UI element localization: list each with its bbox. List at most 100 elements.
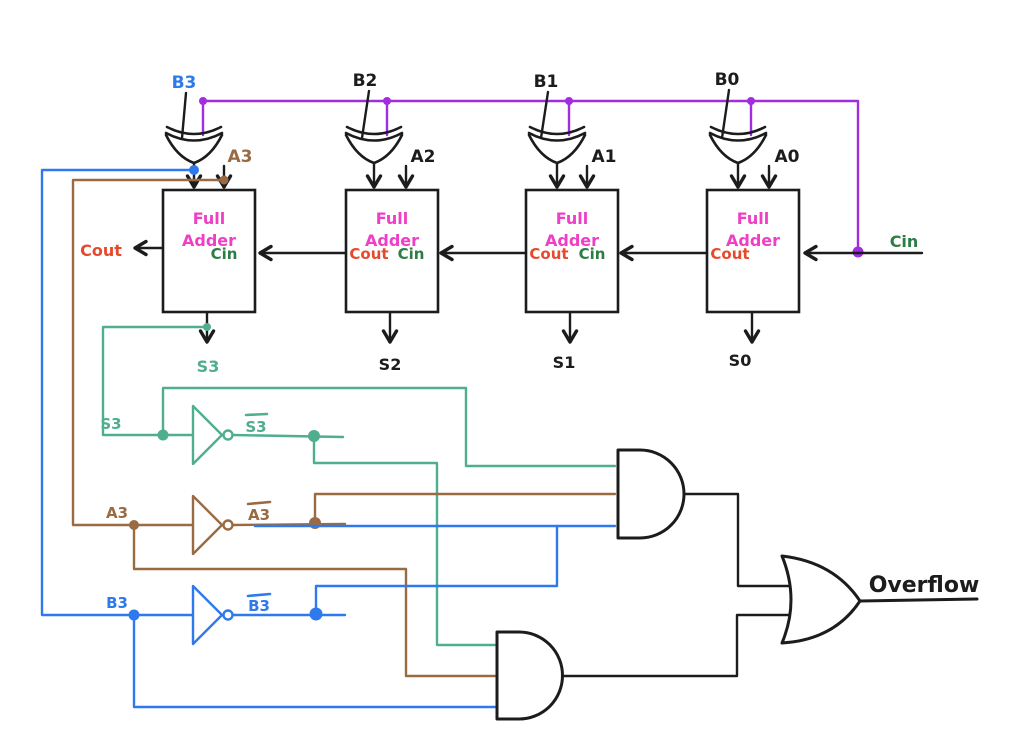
junction-dot xyxy=(747,97,755,105)
fa3-cin-label: Cin xyxy=(211,245,238,263)
b2-input-wire xyxy=(360,89,371,140)
fa3-title-1: Full xyxy=(193,209,226,228)
xor-gate-b1 xyxy=(527,125,587,165)
a3-tap-label: A3 xyxy=(106,504,128,522)
arrowhead-down-icon xyxy=(365,174,383,189)
and-bottom-output-wire xyxy=(560,613,797,678)
fa3-cout-label: Cout xyxy=(80,241,122,260)
arrowhead-left-icon xyxy=(619,244,634,262)
arrowhead-down-icon xyxy=(397,174,415,189)
b0-input-wire xyxy=(720,88,731,140)
s3-bar-wire xyxy=(231,433,345,439)
fa0-cout-label: Cout xyxy=(710,245,749,263)
not-bubble-icon xyxy=(222,429,234,441)
b3-input-wire xyxy=(180,91,188,140)
overflow-label: Overflow xyxy=(869,573,980,598)
xor-gate-b2 xyxy=(344,125,404,165)
fa0-title-2: Adder xyxy=(726,231,780,250)
or-gate xyxy=(780,554,862,645)
b3-tap-label: B3 xyxy=(106,594,128,612)
label-a0: A0 xyxy=(775,147,800,167)
a3-bar-wire xyxy=(231,522,347,527)
arrowhead-down-icon xyxy=(760,174,778,189)
fa1-title-1: Full xyxy=(556,209,589,228)
carry-in-label: Cin xyxy=(890,232,919,251)
label-b2: B2 xyxy=(353,71,378,91)
final-cout-output: Cout xyxy=(80,239,165,260)
s3-bar-overline xyxy=(244,412,269,417)
a3-bar-overline xyxy=(246,500,272,506)
and-top-output-wire xyxy=(682,492,797,588)
arrowhead-left-icon xyxy=(803,244,818,262)
fa2-cout-label: Cout xyxy=(349,245,388,263)
and-gate-bottom xyxy=(495,613,797,721)
s3-direct-wire xyxy=(161,386,617,468)
b1-input-wire xyxy=(539,90,550,140)
full-adder-3-box xyxy=(161,188,257,314)
b3-bar-overline xyxy=(246,592,272,598)
a3-bar-label: A3 xyxy=(248,506,270,524)
label-a2: A2 xyxy=(411,147,436,167)
a3-bar-route-wire xyxy=(313,492,617,525)
arrowhead-left-icon xyxy=(439,244,454,262)
carry-in-bus xyxy=(199,97,864,258)
bit-column-3: B3 A3 Full Adder Cin S3 xyxy=(161,73,257,376)
arrowhead-left-icon xyxy=(258,244,273,262)
overflow-wire xyxy=(858,597,979,603)
carry-in-line: Cin xyxy=(803,232,924,262)
junction-dot xyxy=(565,97,573,105)
not-gate-s3: S3 xyxy=(191,404,497,647)
label-s3: S3 xyxy=(197,357,220,376)
arrowhead-left-icon xyxy=(133,239,148,257)
s3-rail-wire xyxy=(101,325,209,437)
arrowhead-down-icon xyxy=(548,174,566,189)
arrowhead-down-icon xyxy=(381,329,399,344)
not-triangle xyxy=(191,584,224,646)
b3-rail-wire xyxy=(40,168,196,617)
xor-gate-b0 xyxy=(708,125,768,165)
s3-bar-label: S3 xyxy=(245,418,266,436)
label-b1: B1 xyxy=(534,72,559,92)
b3-bar-label: B3 xyxy=(248,597,270,615)
not-gate-b3: B3 xyxy=(191,524,617,646)
not-bubble-icon xyxy=(222,609,234,621)
overflow-output: Overflow xyxy=(858,573,980,603)
junction-dot xyxy=(199,97,207,105)
fa1-cin-label: Cin xyxy=(579,245,606,263)
label-s2: S2 xyxy=(379,355,402,374)
full-adder-1-box xyxy=(524,188,620,314)
label-s1: S1 xyxy=(553,353,576,372)
a3-direct-wire xyxy=(132,523,497,678)
b3-bar-route-wire xyxy=(314,524,559,616)
xor-gate-b3 xyxy=(164,125,224,165)
fa2-title-1: Full xyxy=(376,209,409,228)
ripple-carry-wires xyxy=(258,244,709,262)
junction-dot xyxy=(219,175,229,185)
label-a1: A1 xyxy=(592,147,617,167)
arrowhead-down-icon xyxy=(743,329,761,344)
fa2-cin-label: Cin xyxy=(398,245,425,263)
s3-bar-route-wire xyxy=(312,434,497,647)
full-adder-0-box xyxy=(705,188,801,314)
junction-dot xyxy=(383,97,391,105)
bit-column-1: B1 A1 Full Adder Cout Cin S1 xyxy=(524,72,620,372)
fa0-title-1: Full xyxy=(737,209,770,228)
not-bubble-icon xyxy=(222,519,234,531)
b3-tap-rail: B3 xyxy=(40,165,199,621)
s3-tap-label: S3 xyxy=(100,415,121,433)
label-b0: B0 xyxy=(715,70,740,90)
and-gate-top xyxy=(616,448,797,588)
label-a3: A3 xyxy=(228,147,253,167)
label-b3: B3 xyxy=(172,73,197,93)
bit-column-0: B0 A0 Full Adder Cout S0 xyxy=(705,70,801,370)
arrowhead-down-icon xyxy=(578,174,596,189)
arrowhead-down-icon xyxy=(561,329,579,344)
not-triangle xyxy=(191,494,224,556)
label-s0: S0 xyxy=(729,351,752,370)
fa1-title-2: Adder xyxy=(545,231,599,250)
fa3-title-2: Adder xyxy=(182,231,236,250)
purple-bus-wire xyxy=(201,99,860,254)
junction-dot xyxy=(189,165,199,175)
